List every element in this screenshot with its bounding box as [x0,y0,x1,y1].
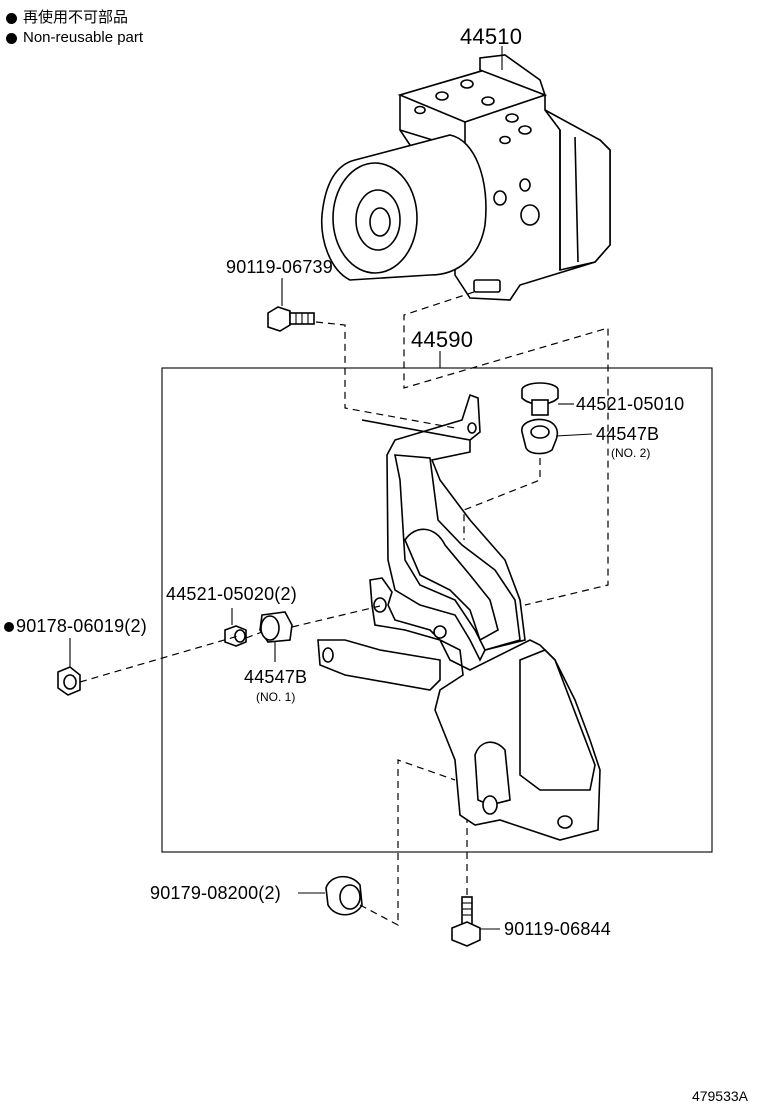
nut-bottom-drawing[interactable] [325,875,363,916]
label-bolt-top[interactable]: 90119-06739 [226,257,333,277]
legend: 再使用不可部品 Non-reusable part [6,8,143,48]
non-reusable-dot-icon [4,622,14,632]
diagram-code: 479533A [691,1088,748,1104]
label-abs-actuator[interactable]: 44510 [460,24,523,49]
collar-left-drawing[interactable] [224,625,247,647]
legend-row-english: Non-reusable part [6,28,143,48]
bracket-group-frame [161,367,713,853]
legend-english-text: Non-reusable part [23,29,144,46]
collar-top-drawing[interactable] [521,382,559,416]
non-reusable-dot-icon [6,32,17,44]
leader-lines [69,46,593,930]
top-bolt-drawing[interactable] [267,306,315,332]
bottom-bolt-drawing[interactable] [451,896,481,947]
cushion-no2-drawing[interactable] [521,418,559,455]
label-cushion-no1[interactable]: 44547B [244,667,308,687]
label-nut-bottom[interactable]: 90179-08200(2) [150,883,281,903]
abs-actuator-drawing[interactable] [320,54,611,301]
non-reusable-dot-icon [6,12,17,24]
label-collar-top[interactable]: 44521-05010 [576,394,685,414]
label-cushion-no2-note: (NO. 2) [611,446,651,460]
label-collar-left[interactable]: 44521-05020(2) [166,584,297,604]
assembly-dash-lines [79,291,609,926]
label-nut-left[interactable]: 90178-06019(2) [16,616,147,636]
label-bolt-bottom[interactable]: 90119-06844 [504,919,611,939]
label-bracket[interactable]: 44590 [411,327,474,352]
cushion-no1-drawing[interactable] [259,611,293,643]
legend-row-japanese: 再使用不可部品 [6,8,143,28]
label-cushion-no2[interactable]: 44547B [596,424,660,444]
label-cushion-no1-note: (NO. 1) [256,690,296,704]
legend-japanese-text: 再使用不可部品 [23,9,129,26]
nut-left-drawing[interactable] [57,666,81,696]
bracket-drawing[interactable] [317,393,601,841]
